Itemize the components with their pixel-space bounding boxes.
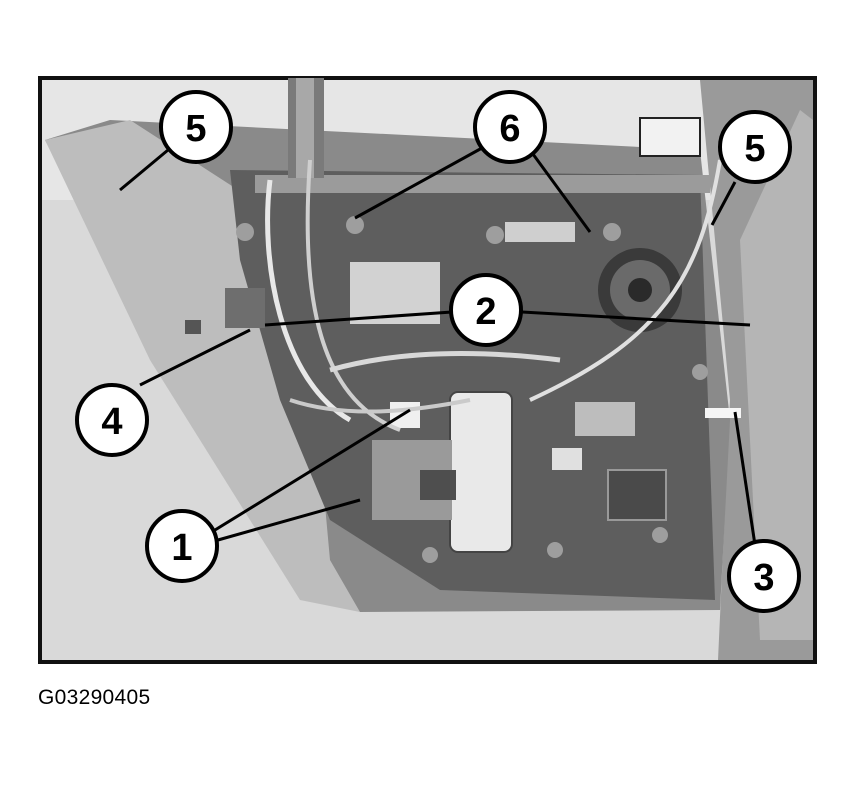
- leader-2-left: [264, 310, 453, 327]
- leader-2-right: [521, 310, 751, 327]
- callout-label: 4: [101, 401, 122, 443]
- leader-4: [139, 328, 251, 387]
- callout-3: 3: [727, 539, 801, 613]
- callout-label: 6: [499, 108, 520, 150]
- callout-label: 5: [185, 108, 206, 150]
- callout-4: 4: [75, 383, 149, 457]
- photo-area: [38, 76, 817, 664]
- leader-5-right: [710, 181, 737, 226]
- callout-6: 6: [473, 90, 547, 164]
- callout-label: 1: [171, 527, 192, 569]
- callout-2: 2: [449, 273, 523, 347]
- leader-6-right: [528, 149, 592, 233]
- callout-label: 5: [744, 128, 765, 170]
- leader-5-left: [119, 148, 169, 192]
- callout-1: 1: [145, 509, 219, 583]
- callout-5-left: 5: [159, 90, 233, 164]
- callouts: 5 6 5 2 4 1 3: [75, 90, 801, 613]
- callout-5-right: 5: [718, 110, 792, 184]
- leader-1-lower: [217, 498, 361, 542]
- figure-caption: G03290405: [38, 686, 151, 709]
- leader-6-left: [354, 146, 483, 220]
- leader-3: [733, 411, 757, 546]
- callout-label: 3: [753, 557, 774, 599]
- leader-1-upper: [214, 408, 411, 532]
- leader-lines: [119, 146, 757, 546]
- callout-label: 2: [475, 291, 496, 333]
